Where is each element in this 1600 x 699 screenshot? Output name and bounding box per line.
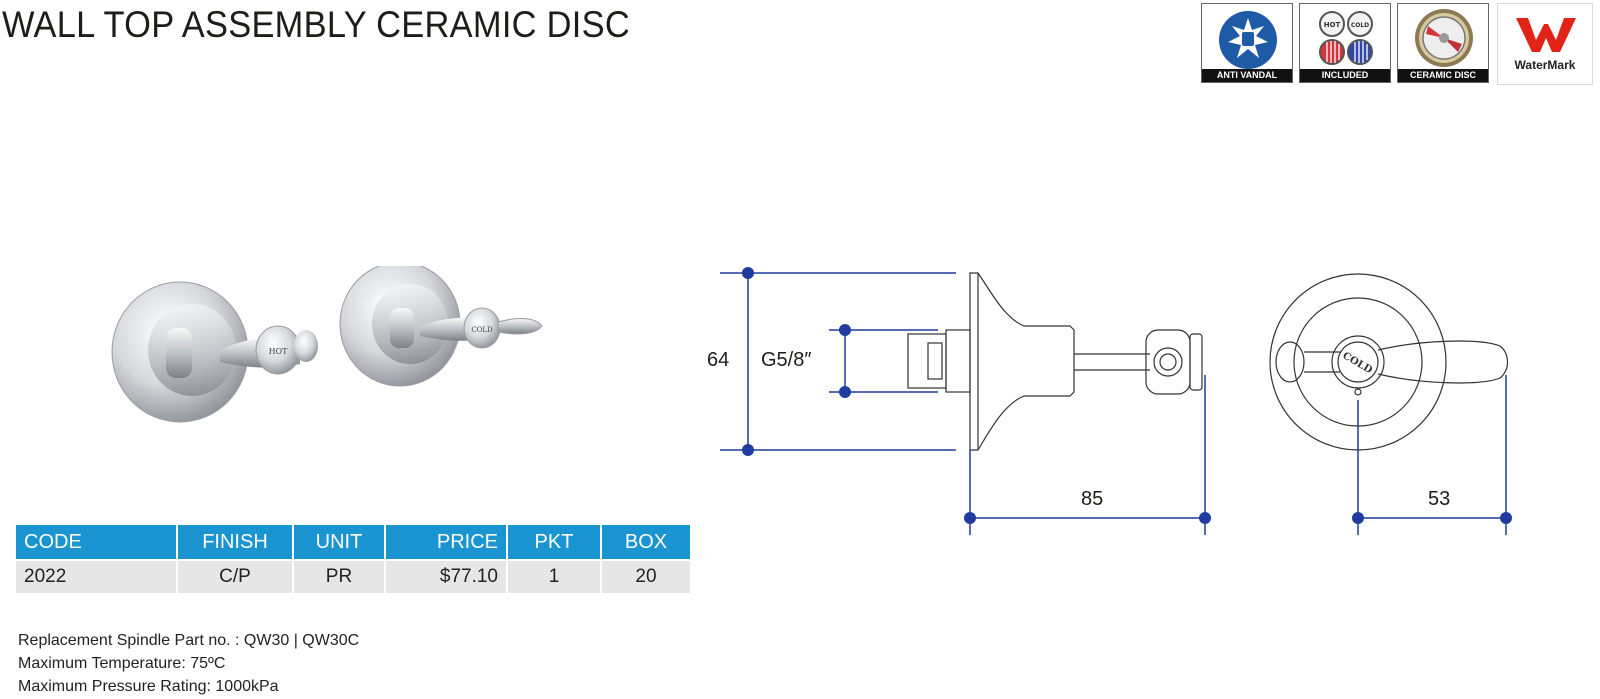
spec-table: CODE FINISH UNIT PRICE PKT BOX 2022 C/P …: [16, 525, 692, 593]
front-view: [1269, 273, 1509, 451]
cold-label: COLD: [1351, 22, 1369, 29]
header-price: PRICE: [386, 525, 508, 559]
dimension-lines: [720, 272, 1507, 535]
hot-label: HOT: [1324, 21, 1341, 29]
product-photo: HOT COLD: [111, 266, 543, 423]
cell-unit: PR: [294, 559, 386, 593]
header-finish: FINISH: [178, 525, 294, 559]
side-view: [907, 272, 1203, 451]
badge-caption: INCLUDED: [1300, 69, 1390, 82]
cell-price: $77.10: [386, 559, 508, 593]
dimension-endpoints: [742, 267, 1512, 524]
watermark-text: WaterMark: [1514, 58, 1576, 72]
hot-cold-indicators-icon: HOT COLD: [1319, 11, 1373, 65]
note-temperature: Maximum Temperature: 75ºC: [18, 655, 226, 672]
cold-label: COLD: [471, 326, 493, 334]
badge-included: HOT COLD INCLUDED: [1299, 3, 1391, 83]
spec-table-header: CODE FINISH UNIT PRICE PKT BOX: [16, 525, 692, 559]
badge-ceramic-disc: CERAMIC DISC: [1397, 3, 1489, 83]
header-unit: UNIT: [294, 525, 386, 559]
handle-cold-label: COLD: [1340, 350, 1374, 376]
header-pkt: PKT: [508, 525, 602, 559]
anti-vandal-icon: [1219, 11, 1277, 69]
badge-caption: ANTI VANDAL: [1202, 69, 1292, 82]
cold-tap-photo: COLD: [339, 266, 543, 387]
badge-caption: CERAMIC DISC: [1398, 69, 1488, 82]
page-title: WALL TOP ASSEMBLY CERAMIC DISC: [2, 4, 630, 45]
cell-box: 20: [602, 559, 692, 593]
thread-dimension: G5/8″: [761, 349, 812, 371]
hot-label: HOT: [269, 347, 289, 356]
front-width-dimension: 53: [1428, 488, 1451, 510]
note-spindle: Replacement Spindle Part no. : QW30 | QW…: [18, 632, 360, 649]
length-dimension: 85: [1081, 488, 1104, 510]
table-row: 2022 C/P PR $77.10 1 20: [16, 559, 692, 593]
ceramic-disc-icon: [1415, 9, 1473, 67]
badge-watermark: WaterMark: [1497, 3, 1593, 85]
header-box: BOX: [602, 525, 692, 559]
header-code: CODE: [16, 525, 178, 559]
cell-finish: C/P: [178, 559, 294, 593]
note-pressure: Maximum Pressure Rating: 1000kPa: [18, 678, 279, 695]
watermark-logo-icon: [1516, 18, 1576, 52]
hot-tap-photo: HOT: [111, 281, 318, 423]
cell-pkt: 1: [508, 559, 602, 593]
badge-anti-vandal: ANTI VANDAL: [1201, 3, 1293, 83]
product-notes: Replacement Spindle Part no. : QW30 | QW…: [18, 629, 359, 698]
cell-code: 2022: [16, 559, 178, 593]
height-dimension: 64: [707, 349, 730, 371]
